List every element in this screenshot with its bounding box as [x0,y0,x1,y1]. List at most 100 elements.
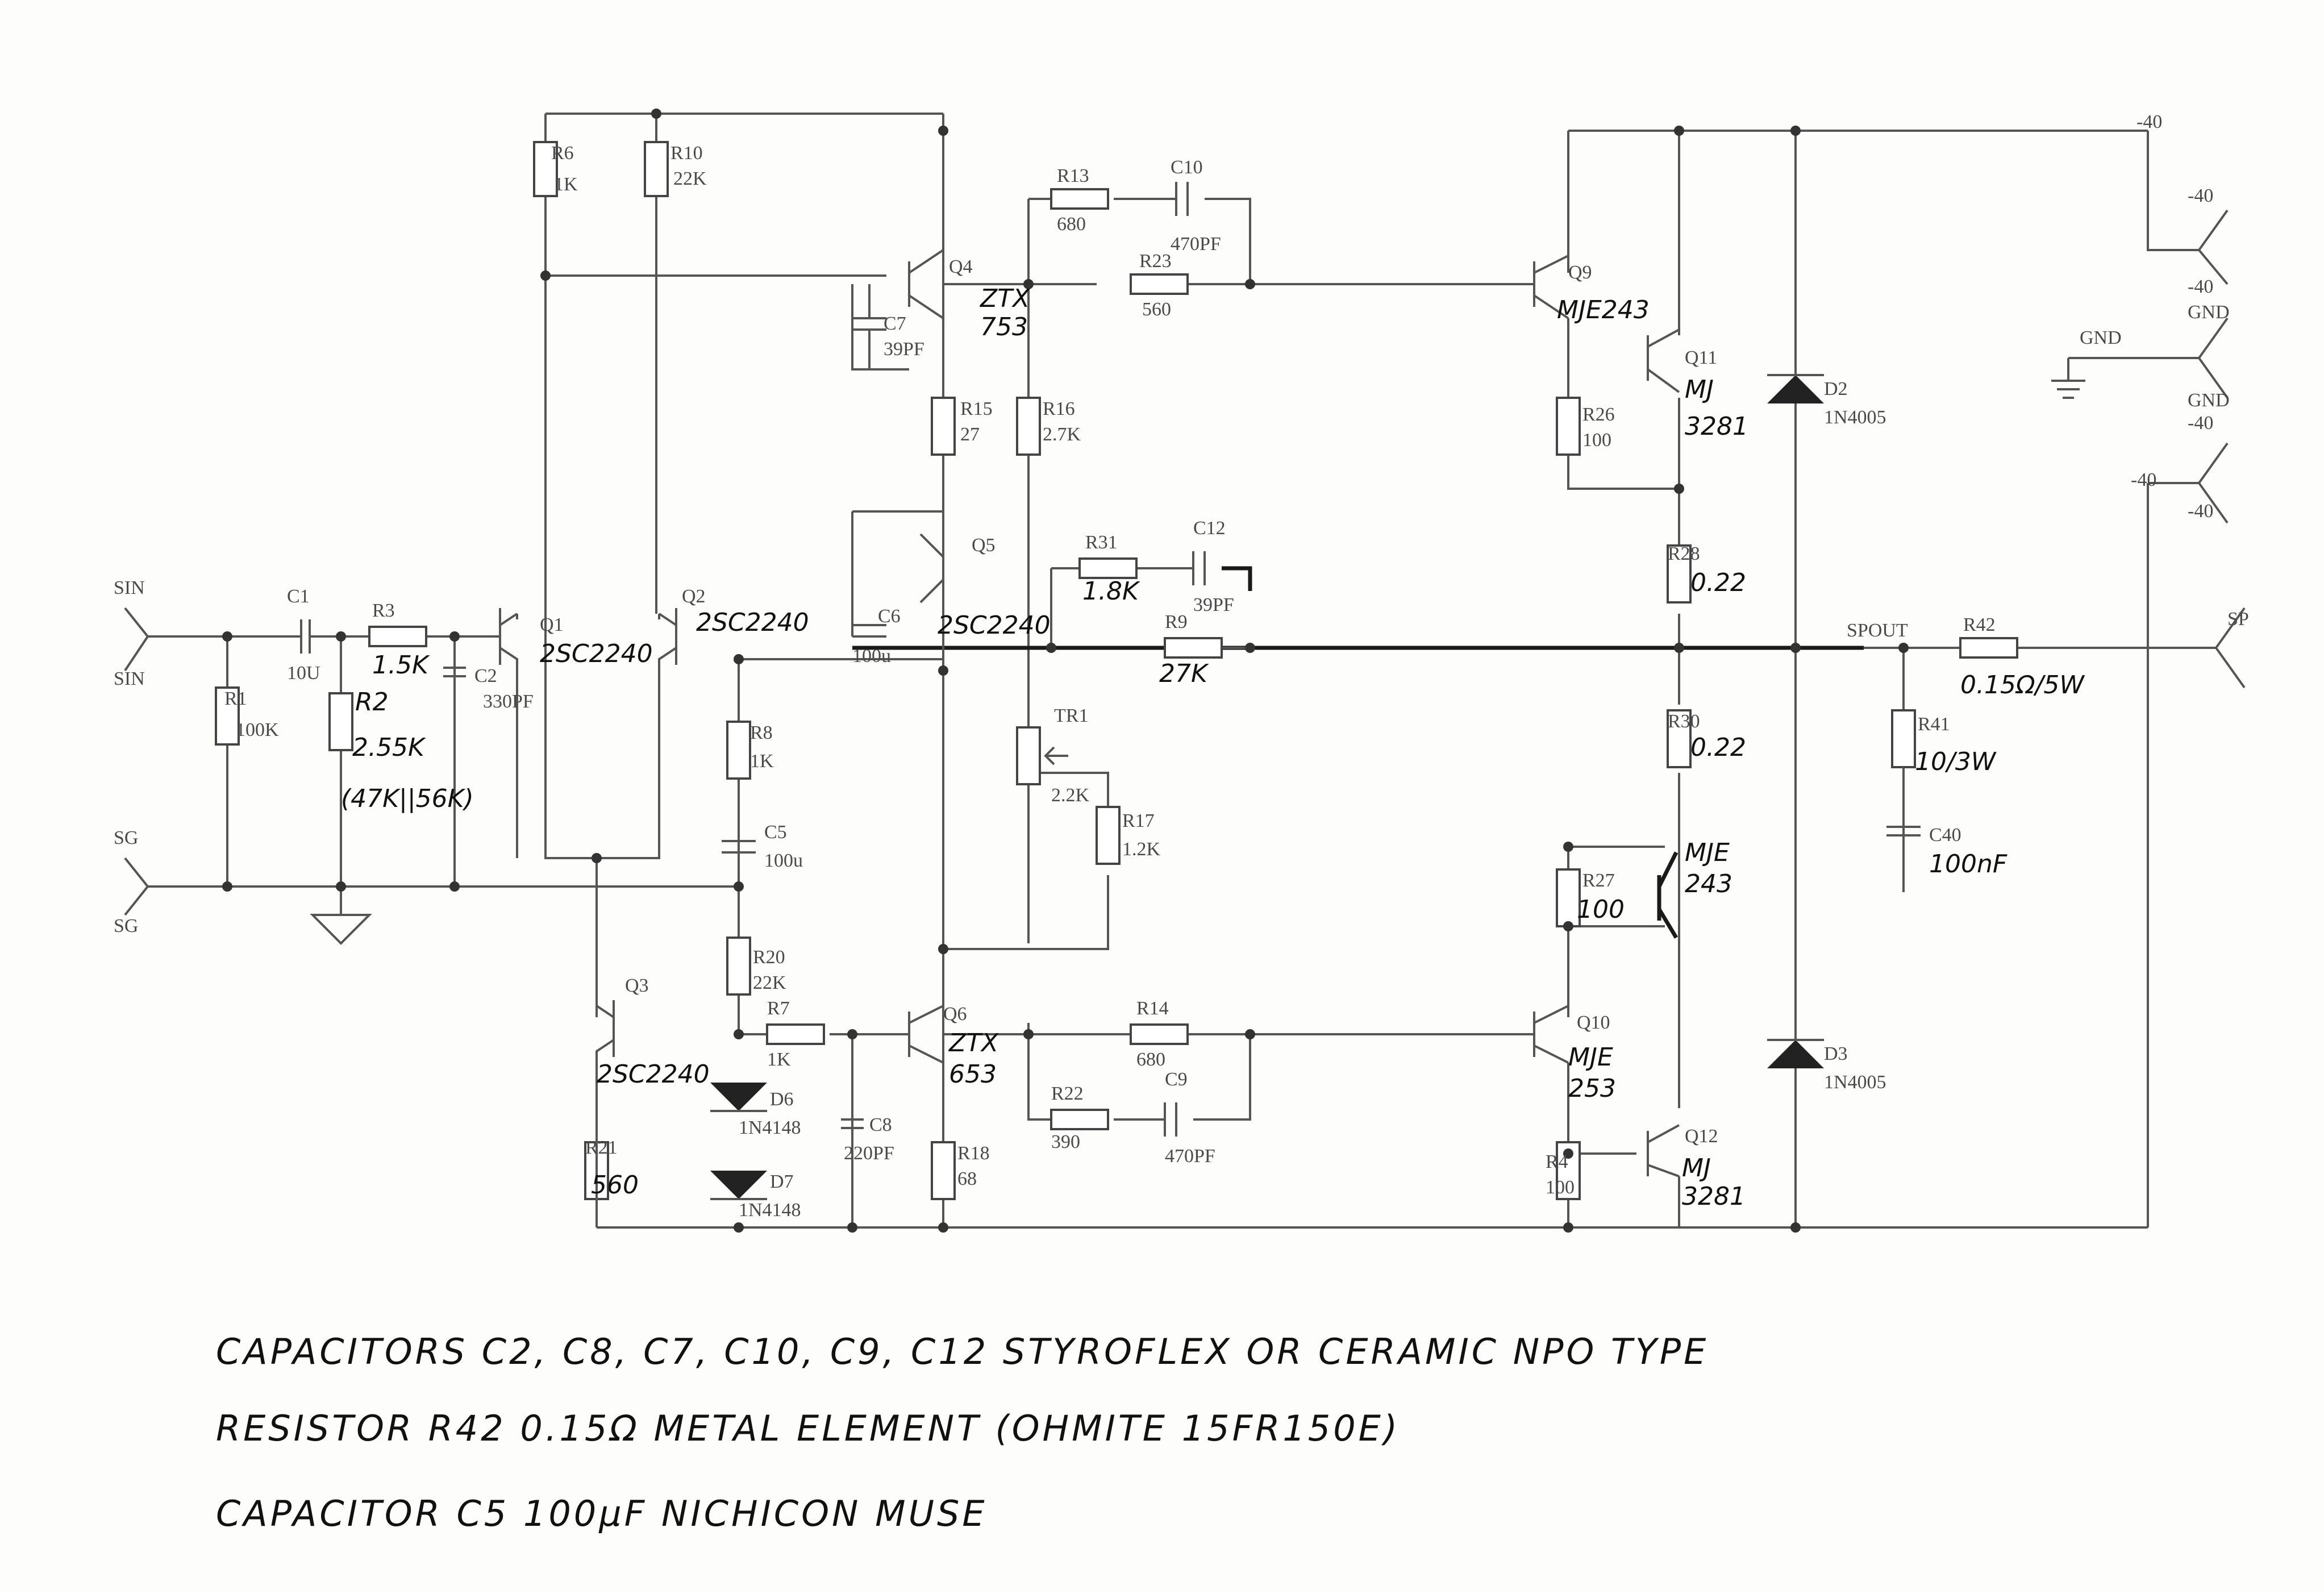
label-q3: Q3 [625,975,649,996]
label-r4: R4 [1546,1151,1568,1172]
hand-q2-type: 2SC2240 [696,608,809,637]
label-r26: R26 [1582,404,1615,425]
label-c10: C10 [1171,157,1203,178]
hand-q10-type-1: MJE [1568,1043,1613,1072]
label-r30: R30 [1668,711,1700,732]
hand-q4-type-1: ZTX [980,284,1030,313]
hand-q5-type: 2SC2240 [938,611,1051,640]
note-line-2: RESISTOR R42 0.15Ω METAL ELEMENT (OHMITE… [216,1408,1400,1449]
label-c12-value: 39PF [1193,594,1234,615]
handwritten-values: 2SC2240 2SC2240 1.5K R2 2.55K (47K||56K)… [341,284,2085,1211]
supply-label-2: -40 [2188,185,2213,206]
label-r23: R23 [1139,251,1172,272]
label-r16-value: 2.7K [1043,424,1081,445]
note-line-1: CAPACITORS C2, C8, C7, C10, C9, C12 STYR… [216,1331,1709,1372]
port-sin-bottom: SIN [114,668,145,689]
label-d7-value: 1N4148 [739,1200,801,1221]
label-r27: R27 [1582,870,1615,891]
hand-q6-type-2: 653 [949,1060,997,1089]
hand-r2-value: 2.55K [352,733,426,762]
label-r13-value: 680 [1057,214,1086,235]
label-r13: R13 [1057,165,1089,186]
label-r18-value: 68 [957,1168,977,1189]
capacitors [290,182,1921,1137]
junctions [222,109,1909,1233]
label-r22: R22 [1051,1083,1084,1104]
label-c7-value: 39PF [884,339,924,360]
label-c8-value: 220PF [844,1143,894,1164]
supply-label-4: GND [2188,302,2230,323]
hand-vbe-type-1: MJE [1685,838,1730,867]
label-r14-value: 680 [1136,1049,1165,1070]
diodes [710,374,1824,1200]
label-r17-value: 1.2K [1122,839,1161,860]
label-r6: R6 [551,143,574,164]
label-d3-value: 1N4005 [1824,1072,1886,1093]
hand-r2-alt: (47K||56K) [341,784,474,813]
hand-q3-type: 2SC2240 [597,1060,710,1089]
label-r16: R16 [1043,398,1075,419]
label-c9: C9 [1165,1069,1188,1090]
label-c40: C40 [1929,825,1961,846]
label-q10: Q10 [1577,1012,1610,1033]
label-q12: Q12 [1685,1126,1718,1147]
label-c6: C6 [878,606,901,627]
label-c1-value: 10U [287,663,320,684]
hand-q6-type-1: ZTX [948,1029,999,1058]
hand-r31-value: 1.8K [1082,577,1140,606]
label-r21: R21 [585,1137,618,1158]
hand-q12-type-2: 3281 [1682,1182,1746,1211]
label-r17: R17 [1122,810,1155,831]
label-r8-value: 1K [750,751,774,772]
label-q5: Q5 [972,535,996,556]
label-r31: R31 [1085,532,1118,553]
label-q11: Q11 [1685,347,1717,368]
label-c5: C5 [764,822,787,843]
label-r7: R7 [767,998,790,1019]
label-r3: R3 [372,600,395,621]
hand-r27-value: 100 [1577,895,1625,924]
label-d6: D6 [770,1089,794,1110]
label-r9: R9 [1165,611,1188,632]
supply-label-3: -40 [2188,276,2213,297]
label-tr1-value: 2.2K [1051,785,1090,806]
label-c12: C12 [1193,518,1226,539]
label-c6-value: 100u [852,646,891,667]
hand-q11-type-2: 3281 [1685,412,1748,441]
label-c5-value: 100u [764,850,803,871]
hand-q11-type-1: MJ [1685,375,1714,404]
supply-label-8: -40 [2188,501,2213,522]
hand-q4-type-2: 753 [980,313,1028,342]
label-c9-value: 470PF [1165,1146,1215,1167]
hand-r41-value: 10/3W [1915,747,1997,776]
label-r10-value: 22K [673,168,707,189]
ground-symbol-input [310,909,372,945]
label-q4: Q4 [949,256,973,277]
supply-label-1: -40 [2136,111,2162,132]
supply-label-5: GND [2188,390,2230,411]
label-q6: Q6 [943,1004,967,1025]
label-r20: R20 [753,947,785,968]
label-c10-value: 470PF [1171,234,1221,255]
transistors [499,249,1680,1227]
port-sg-bottom: SG [114,915,138,937]
label-r15-value: 27 [960,424,980,445]
hand-c40-value: 100nF [1929,850,2008,879]
label-tr1: TR1 [1054,705,1088,726]
label-r26-value: 100 [1582,430,1611,451]
label-r22-value: 390 [1051,1131,1080,1152]
label-d6-value: 1N4148 [739,1117,801,1138]
label-r10: R10 [670,143,703,164]
wires [124,113,2246,1229]
label-d2: D2 [1824,378,1848,399]
hand-r3-value: 1.5K [372,651,430,680]
note-line-3: CAPACITOR C5 100μF NICHICON MUSE [216,1493,988,1534]
hand-q9-type: MJE243 [1557,296,1650,324]
hand-r30-value: 0.22 [1690,733,1746,762]
label-r14: R14 [1136,998,1169,1019]
label-d7: D7 [770,1171,794,1192]
label-r20-value: 22K [753,972,786,993]
label-c7: C7 [884,313,906,334]
hand-r21-value: 560 [591,1171,639,1200]
port-sg-top: SG [114,827,138,848]
